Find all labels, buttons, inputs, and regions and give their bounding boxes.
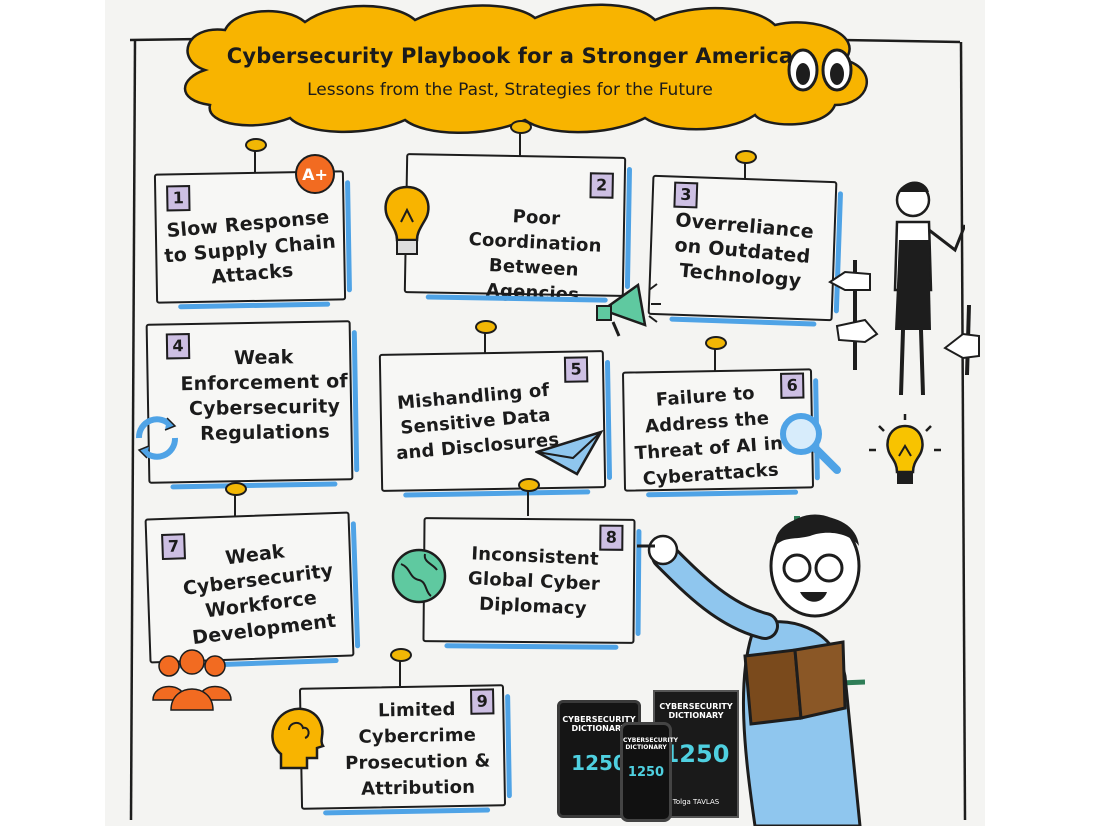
card-number: 3	[673, 181, 699, 209]
card-number: 5	[563, 356, 589, 383]
pin-icon	[735, 150, 757, 164]
idea-bulb-icon	[869, 414, 941, 484]
standing-man-illustration	[828, 181, 965, 396]
card-text: Inconsistent Global Cyber Diplomacy	[467, 543, 601, 620]
pin-icon	[518, 478, 540, 492]
megaphone-icon	[596, 282, 661, 337]
pin-icon	[245, 138, 267, 152]
people-group-icon	[152, 649, 232, 711]
card-7: 7 Weak Cybersecurity Workforce Developme…	[144, 511, 361, 669]
card-8: 8 Inconsistent Global Cyber Diplomacy	[422, 517, 642, 650]
magnifier-icon	[780, 413, 841, 474]
page-subtitle: Lessons from the Past, Strategies for th…	[307, 80, 713, 100]
page-title: Cybersecurity Playbook for a Stronger Am…	[226, 44, 794, 68]
card-text: Slow Response to Supply Chain Attacks	[163, 206, 337, 289]
header-cloud	[183, 3, 868, 134]
card-number: 2	[589, 172, 614, 199]
pin-icon	[705, 336, 727, 350]
teacher-illustration	[637, 514, 865, 826]
card-text: Weak Enforcement of Cybersecurity Regula…	[180, 346, 349, 445]
pin-icon	[475, 320, 497, 334]
board: Cybersecurity Playbook for a Stronger Am…	[105, 0, 985, 826]
card-text: Weak Cybersecurity Workforce Development	[181, 540, 338, 650]
eyes-icon	[787, 48, 853, 92]
book-phone: CYBERSECURITY DICTIONARY 1250	[620, 722, 678, 822]
card-text: Limited Cybercrime Prosecution & Attribu…	[344, 699, 491, 800]
card-3: 3 Overreliance on Outdated Technology	[647, 174, 844, 327]
svg-text:A+: A+	[302, 165, 328, 184]
pin-icon	[390, 648, 412, 662]
card-9: 9 Limited Cybercrime Prosecution & Attri…	[298, 684, 512, 816]
a-plus-badge-icon: A+	[295, 154, 335, 194]
paper-plane-icon	[535, 429, 604, 476]
card-text: Failure to Address the Threat of AI in C…	[634, 382, 784, 490]
head-profile-icon	[271, 707, 325, 770]
pin-icon	[510, 120, 532, 134]
lightbulb-icon	[384, 185, 430, 255]
card-text: Overreliance on Outdated Technology	[673, 209, 815, 293]
pin-icon	[225, 482, 247, 496]
signpost-icon	[943, 304, 980, 376]
globe-icon	[391, 548, 447, 604]
card-number: 1	[166, 185, 191, 212]
refresh-icon	[136, 416, 178, 460]
